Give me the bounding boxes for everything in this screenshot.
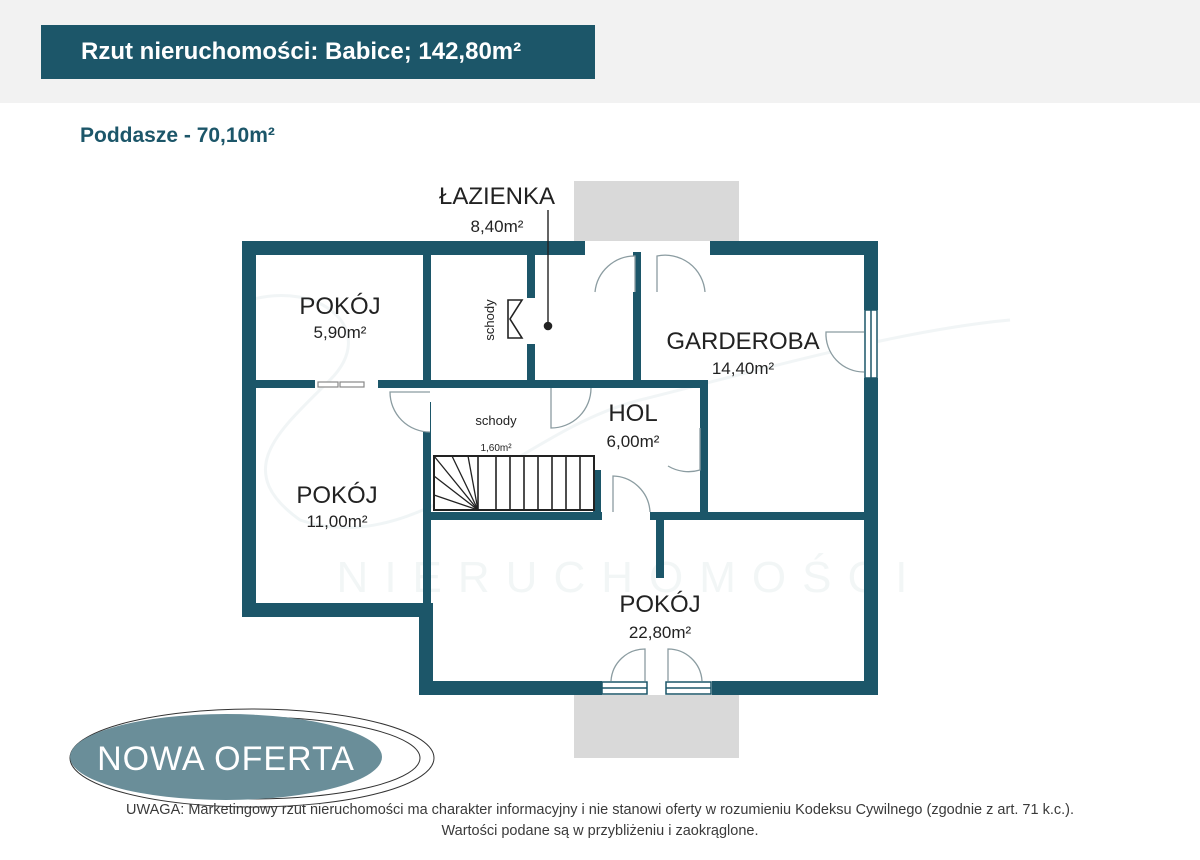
top-door-opening — [585, 241, 710, 255]
bottom-balcony-doors — [601, 681, 712, 695]
outer-wall — [242, 241, 878, 695]
room-label-pokoj-big: POKÓJ — [619, 591, 700, 618]
door-pokoj-left — [389, 391, 431, 433]
page-title: Rzut nieruchomości: Babice; 142,80m² — [41, 25, 595, 79]
door-hol-bottom — [612, 475, 651, 513]
balcony-top — [574, 181, 739, 243]
room-label-lazienka: ŁAZIENKA — [439, 183, 555, 210]
stairs-area: 1,60m² — [480, 443, 512, 454]
room-label-hol: HOL — [608, 400, 657, 427]
stairs-vertical-label: schody — [482, 299, 497, 341]
room-area-garderoba: 14,40m² — [712, 359, 775, 378]
room-label-pokoj-left: POKÓJ — [296, 482, 377, 509]
right-window — [864, 309, 878, 379]
disclaimer: UWAGA: Marketingowy rzut nieruchomości m… — [0, 800, 1200, 842]
watermark: NIERUCHOMOŚCI — [249, 294, 1011, 602]
room-label-pokoj-small: POKÓJ — [299, 293, 380, 320]
door-top-right — [656, 254, 706, 293]
door-lazienka — [550, 387, 592, 429]
new-offer-badge: NOWA OFERTA — [69, 708, 435, 808]
watermark-text: NIERUCHOMOŚCI — [337, 551, 924, 602]
disclaimer-line-2: Wartości podane są w przybliżeniu i zaok… — [441, 823, 759, 839]
door-swings — [389, 254, 865, 682]
door-balcony-left — [610, 648, 646, 682]
disclaimer-line-1: UWAGA: Marketingowy rzut nieruchomości m… — [126, 802, 1074, 818]
interior-walls — [253, 252, 867, 614]
balcony-bottom — [574, 692, 739, 758]
sliding-door — [317, 381, 365, 388]
new-offer-text: NOWA OFERTA — [97, 740, 355, 778]
stair-symbol-small — [507, 210, 553, 339]
room-area-pokoj-small: 5,90m² — [314, 323, 367, 342]
floor-title: Poddasze - 70,10m² — [80, 124, 275, 147]
door-garderoba — [825, 331, 865, 373]
staircase — [433, 455, 595, 511]
room-area-hol: 6,00m² — [607, 432, 660, 451]
room-area-pokoj-big: 22,80m² — [629, 623, 692, 642]
door-hol-right — [667, 428, 701, 473]
room-label-garderoba: GARDEROBA — [666, 328, 819, 355]
room-area-lazienka: 8,40m² — [471, 217, 524, 236]
stairs-label: schody — [475, 413, 517, 428]
door-balcony-right — [667, 648, 703, 682]
door-top-left — [594, 255, 636, 293]
room-area-pokoj-left: 11,00m² — [306, 512, 367, 531]
watermark-script — [249, 294, 1011, 530]
